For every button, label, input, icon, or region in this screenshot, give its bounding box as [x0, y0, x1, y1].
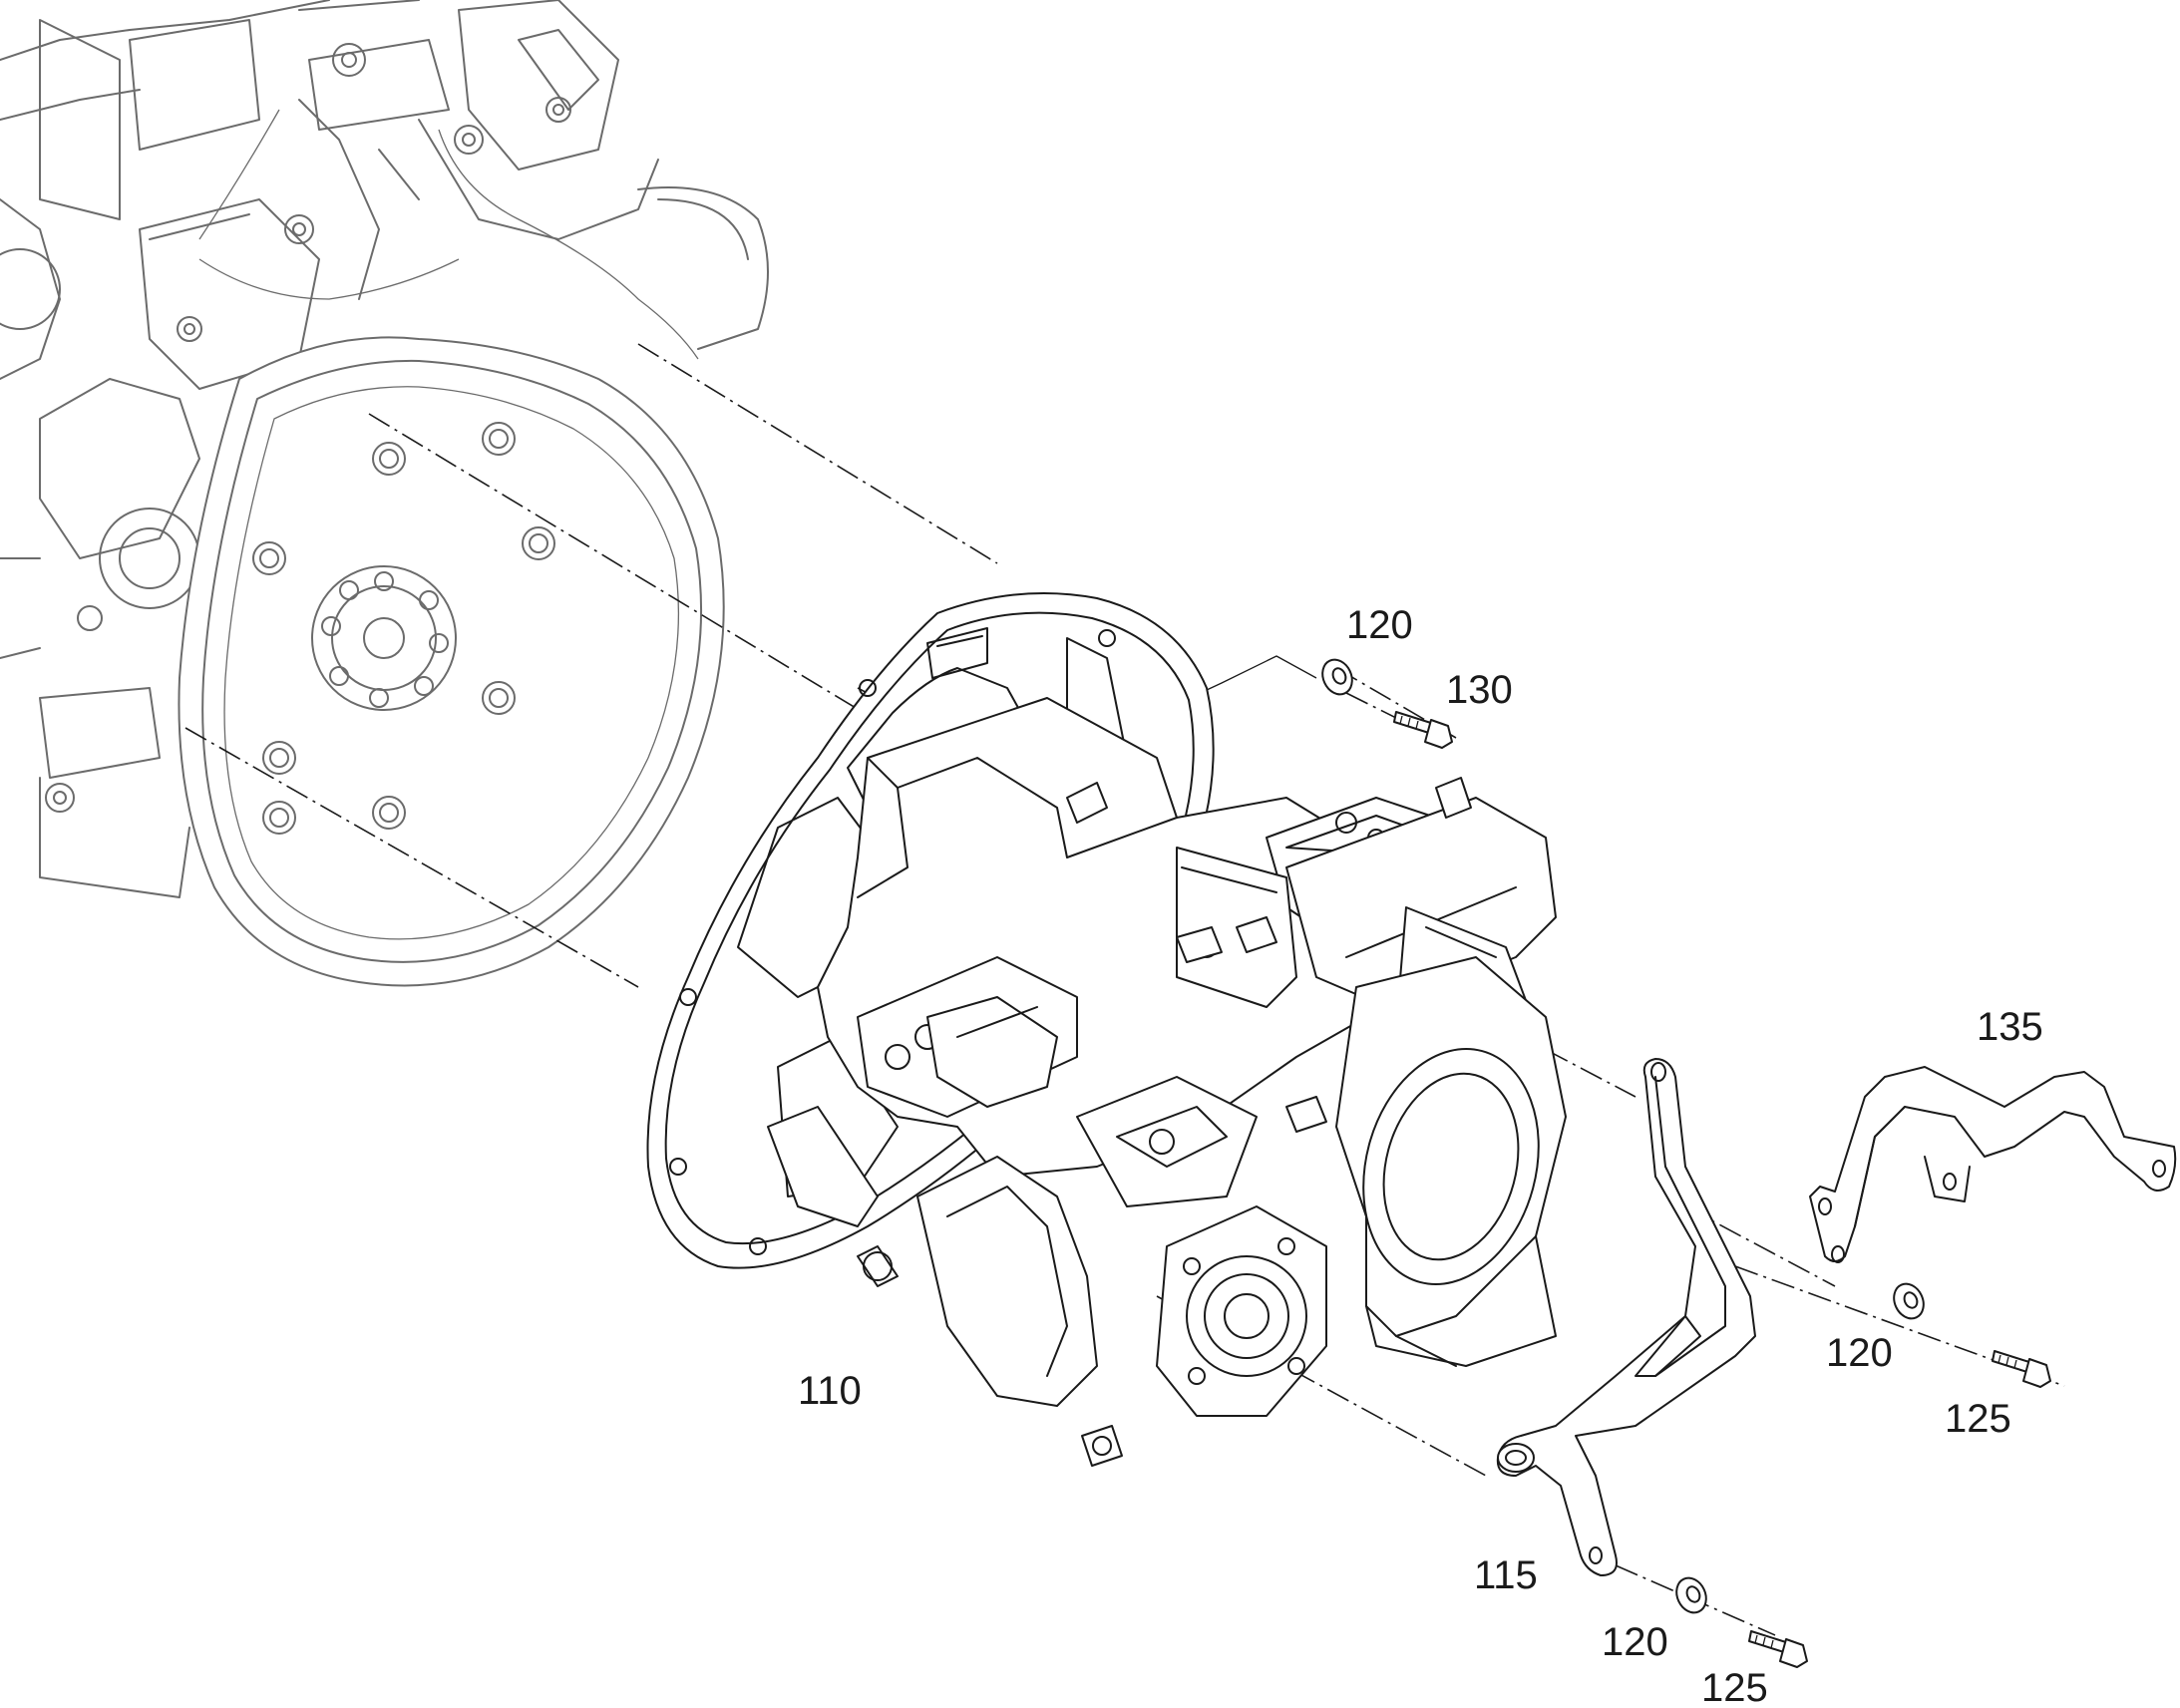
- washer-left: [1675, 1576, 1707, 1614]
- housing-assembly: [646, 592, 1567, 1467]
- washer-right: [1893, 1282, 1925, 1320]
- callout-bolt-right: 125: [1945, 1397, 2011, 1441]
- bracket-right: [1809, 1066, 2177, 1263]
- callout-housing: 110: [798, 1369, 862, 1413]
- callout-washer-left: 120: [1602, 1620, 1668, 1664]
- bolt-top: [1393, 711, 1453, 749]
- callout-washer-top: 120: [1346, 603, 1413, 647]
- callout-washer-right: 120: [1826, 1331, 1893, 1375]
- bracket-left: [1496, 1058, 1756, 1576]
- callout-bracket-left: 115: [1474, 1553, 1538, 1597]
- bolt-right: [1992, 1350, 2051, 1388]
- callout-bracket-right: 135: [1977, 1005, 2043, 1049]
- bolt-left: [1748, 1630, 1808, 1668]
- washer-top: [1321, 658, 1353, 696]
- callout-bolt-top: 130: [1446, 668, 1513, 712]
- callout-labels: 120 130 110 115 120 125 135 120 125: [798, 603, 2043, 1708]
- callout-bolt-left: 125: [1701, 1666, 1768, 1708]
- engine-assembly: [0, 0, 769, 987]
